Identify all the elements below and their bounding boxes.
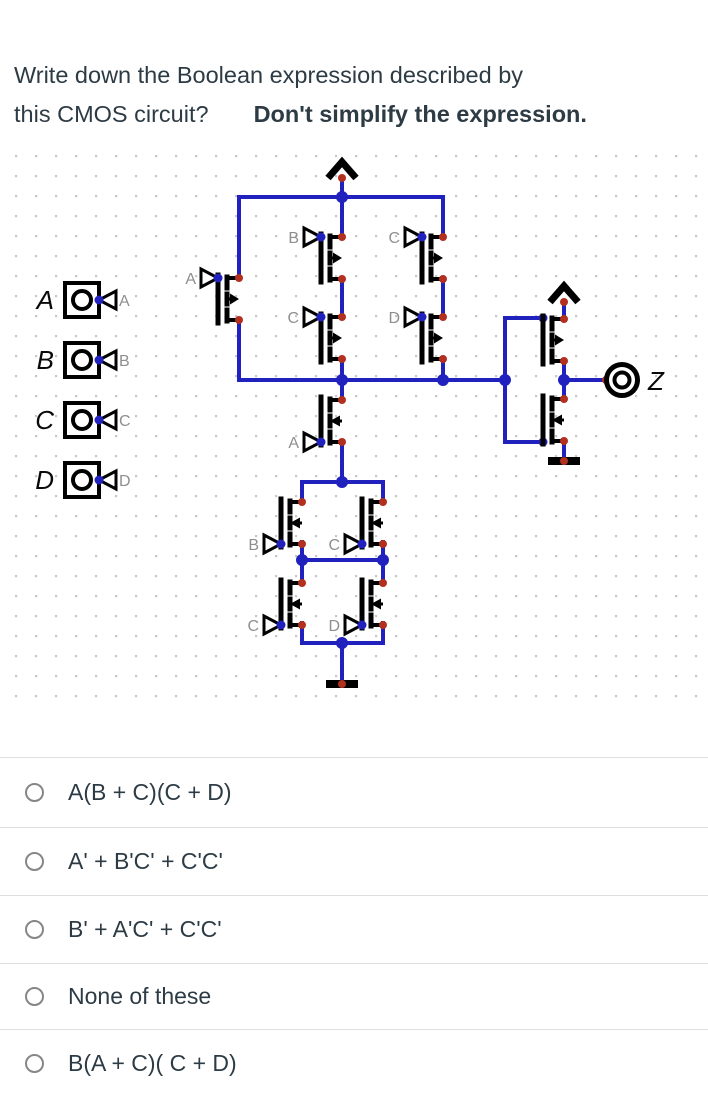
input-tunnel-label-b: B xyxy=(119,353,130,370)
radio-button-2[interactable] xyxy=(25,852,44,871)
gate-label-nmos-d: D xyxy=(328,618,340,635)
radio-button-1[interactable] xyxy=(25,783,44,802)
ground-icon xyxy=(548,457,580,465)
input-pin-c: C C xyxy=(35,401,131,439)
gate-label-nmos-a: A xyxy=(288,435,299,452)
option-label-2: A' + B'C' + C'C' xyxy=(68,848,223,874)
option-row-4[interactable]: None of these xyxy=(0,963,708,1029)
input-pin-a: A A xyxy=(35,281,130,319)
options-list: A(B + C)(C + D) A' + B'C' + C'C' B' + A'… xyxy=(0,757,708,1097)
option-label-3: B' + A'C' + C'C' xyxy=(68,916,222,942)
question-line2-bold: Don't simplify the expression. xyxy=(253,100,587,127)
option-label-5: B(A + C)( C + D) xyxy=(68,1050,237,1076)
input-label-b: B xyxy=(37,345,54,375)
gate-label-pmos-d: D xyxy=(388,310,400,327)
input-tunnel-label-c: C xyxy=(119,413,131,430)
option-row-1[interactable]: A(B + C)(C + D) xyxy=(0,757,708,827)
input-label-a: A xyxy=(35,285,54,315)
gate-label-nmos-b: B xyxy=(248,537,259,554)
gate-label-pmos-c-mid: C xyxy=(287,310,299,327)
radio-button-5[interactable] xyxy=(25,1054,44,1073)
option-label-4: None of these xyxy=(68,983,212,1009)
option-row-5[interactable]: B(A + C)( C + D) xyxy=(0,1029,708,1097)
gate-label-pmos-c-right: C xyxy=(388,230,400,247)
gate-label-pmos-b: B xyxy=(288,230,299,247)
junction-dots xyxy=(296,191,570,649)
option-row-2[interactable]: A' + B'C' + C'C' xyxy=(0,827,708,895)
input-tunnel-label-a: A xyxy=(119,293,130,310)
radio-button-3[interactable] xyxy=(25,920,44,939)
ground-icon xyxy=(326,680,358,688)
input-tunnel-label-d: D xyxy=(119,473,131,490)
gate-label-nmos-c-bottom: C xyxy=(247,618,259,635)
input-label-d: D xyxy=(35,465,54,495)
gate-label-pmos-a: A xyxy=(185,271,196,288)
question-line2: this CMOS circuit? xyxy=(14,100,209,127)
radio-button-4[interactable] xyxy=(25,987,44,1006)
output-label-z: Z xyxy=(647,366,665,396)
option-label-1: A(B + C)(C + D) xyxy=(68,779,232,805)
output-pin-z: Z xyxy=(602,365,665,397)
grid-dots xyxy=(10,152,698,708)
option-row-3[interactable]: B' + A'C' + C'C' xyxy=(0,895,708,963)
gate-label-nmos-c-top: C xyxy=(328,537,340,554)
question-text: Write down the Boolean expression descri… xyxy=(14,56,704,133)
input-label-c: C xyxy=(35,405,54,435)
question-line1: Write down the Boolean expression descri… xyxy=(14,62,524,88)
input-pin-d: D D xyxy=(35,461,131,499)
cmos-circuit-diagram: A B C C D A B C C D A A B B C C D D Z xyxy=(0,140,708,720)
input-pin-b: B B xyxy=(37,341,130,379)
